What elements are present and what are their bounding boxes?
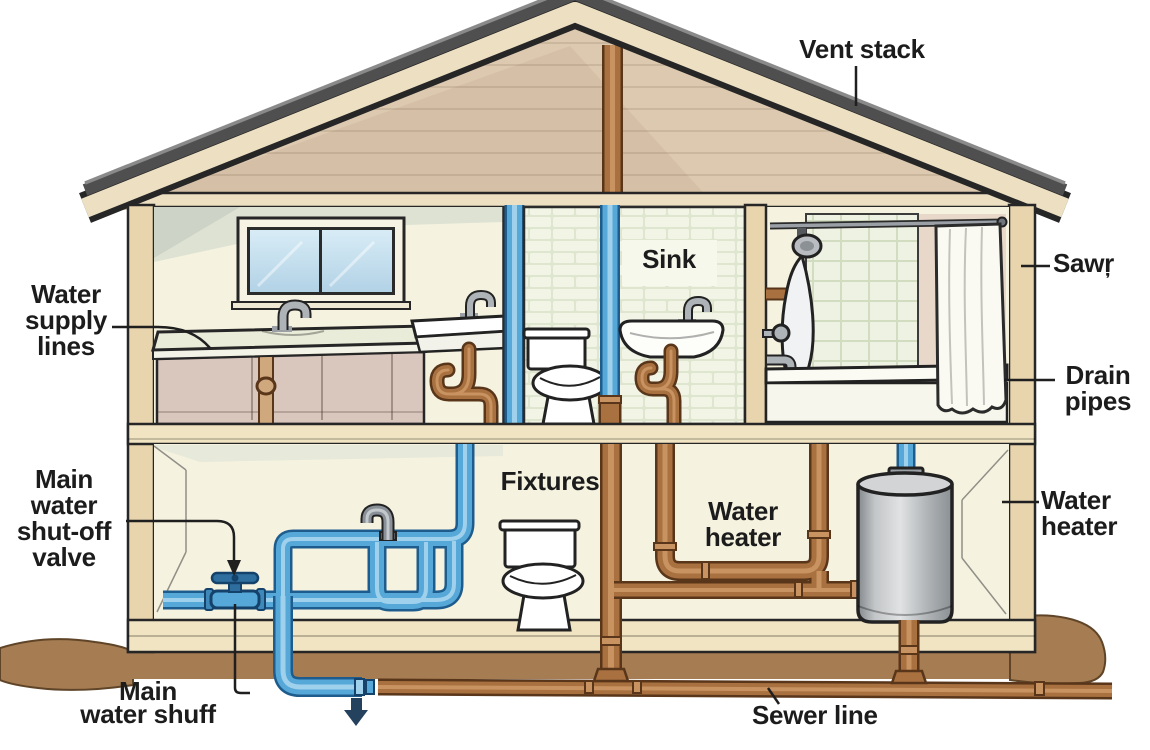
roof (79, 0, 1071, 223)
mid-floor-band (126, 422, 1037, 446)
window (231, 216, 411, 310)
sewer-line-label: Sewer line (752, 700, 878, 730)
shower-controls (763, 323, 791, 372)
water-supply-leader (112, 325, 211, 349)
water-supply-lines-label: Water supply lines (25, 279, 107, 361)
flow-arrow (344, 698, 368, 726)
shutoff-leader-arrowhead (227, 560, 241, 576)
water-service-line (283, 596, 375, 695)
pedestal-sink (618, 301, 725, 426)
drain-pipes-label: Drain pipes (1064, 360, 1132, 416)
shower-room (763, 213, 1009, 424)
divider-wall (743, 203, 768, 427)
water-heater-center-label: Water heater (704, 496, 782, 552)
ceiling-band (98, 191, 1064, 209)
fixtures-label: Fixtures (500, 466, 600, 496)
shuff-leader (233, 604, 250, 695)
cabinet-drain-pipe (255, 357, 277, 424)
saw-label: Sawŗ (1053, 248, 1114, 278)
main-shutoff-valve-label: Main water shut-off valve (16, 464, 112, 572)
lower-toilet (498, 519, 585, 632)
kitchen-counter (151, 305, 428, 424)
soil-under-house (130, 652, 1015, 679)
heater-drain-pipe (900, 620, 918, 688)
sink-label: Sink (642, 244, 696, 274)
water-heater (856, 444, 954, 688)
main-shutoff-valve (204, 571, 266, 611)
hose-bib-spigot (367, 510, 397, 540)
shower-tile-recess (805, 213, 919, 373)
sewer-line-leader (766, 687, 781, 705)
leader-lines (112, 66, 1055, 705)
water-heater-right-label: Water heater (1041, 485, 1118, 541)
shutoff-leader (126, 519, 236, 562)
soil-left-mound (0, 638, 134, 691)
branch-drain-pipes (600, 444, 865, 646)
counter-faucet (272, 305, 306, 332)
vent-stack-label: Vent stack (799, 34, 925, 64)
wall-sink (410, 295, 512, 426)
main-water-shuff-label: Main water shuff (80, 676, 216, 729)
shower-curtain (934, 222, 1008, 415)
upper-floor (151, 203, 1009, 427)
vent-riser-pipe (598, 205, 622, 427)
sewer-pipe (378, 667, 1112, 695)
